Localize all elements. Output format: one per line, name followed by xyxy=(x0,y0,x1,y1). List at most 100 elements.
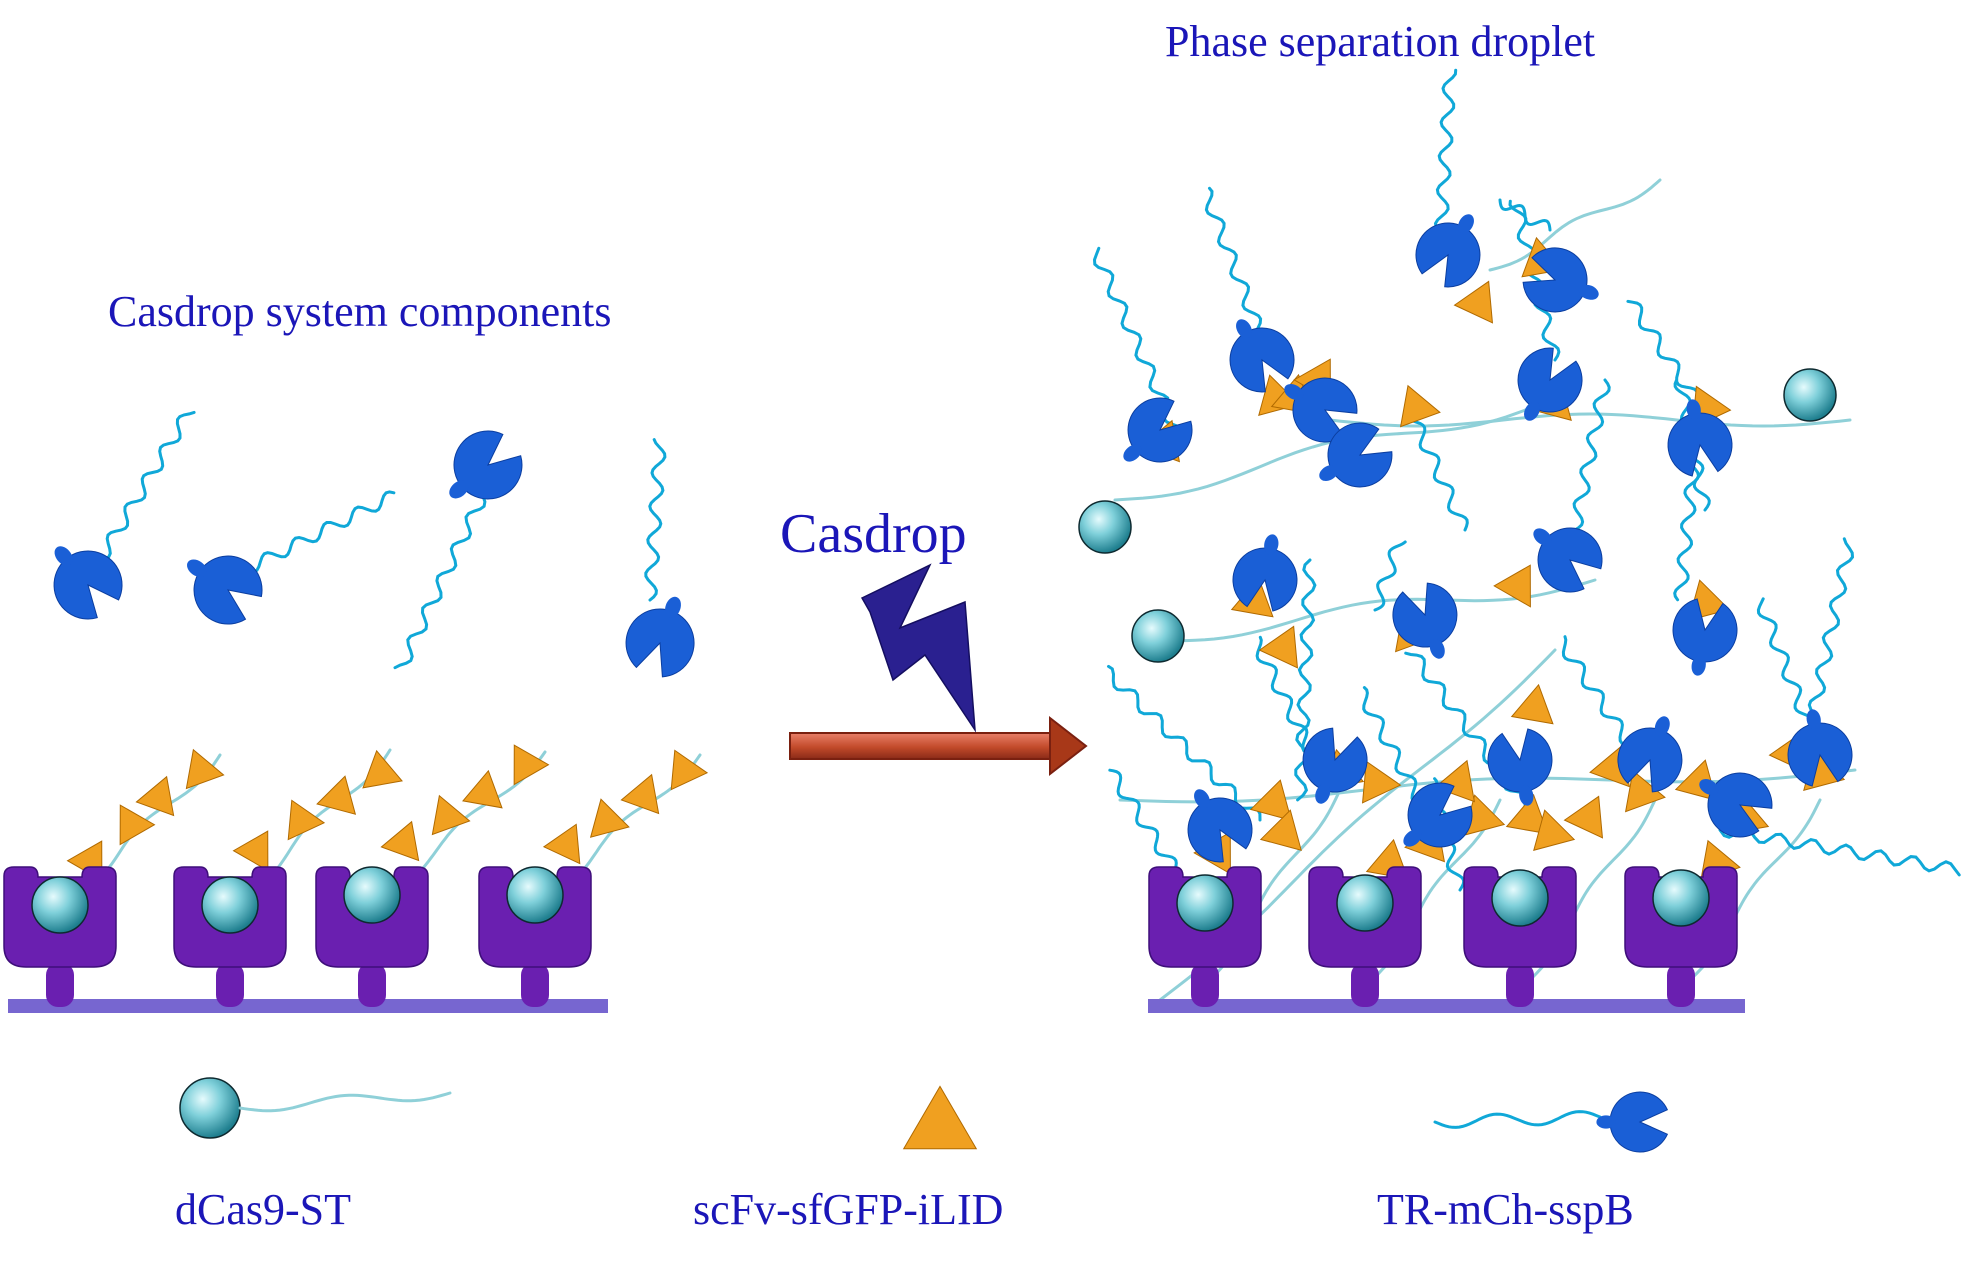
tether xyxy=(243,490,396,574)
ilid-triangle xyxy=(902,1085,978,1150)
ilid-triangle xyxy=(362,749,403,789)
left-panel-title: Casdrop system components xyxy=(108,287,612,336)
sspb-stem xyxy=(1578,284,1599,300)
tether xyxy=(98,410,196,562)
sspb-pacman xyxy=(1517,347,1583,413)
tether xyxy=(1572,378,1611,532)
dcas9-stem xyxy=(1667,963,1695,1007)
ilid-triangle xyxy=(1434,759,1476,803)
casdrop-arrow-shaft xyxy=(789,732,1056,760)
sspb-stem xyxy=(1524,401,1540,421)
st-sphere xyxy=(1131,609,1185,663)
ilid-triangle xyxy=(1249,779,1292,821)
tether xyxy=(1756,597,1815,732)
ilid-triangle xyxy=(620,773,660,815)
sspb-stem xyxy=(1519,785,1534,806)
tether xyxy=(1404,410,1469,532)
tether xyxy=(1108,768,1178,872)
sspb-stem xyxy=(187,559,207,577)
sspb-stem xyxy=(1319,465,1339,481)
st-sphere xyxy=(1336,874,1394,932)
dcas9-stem xyxy=(1191,963,1219,1007)
linker xyxy=(1328,412,1852,428)
legend-label-dcas9: dCas9-ST xyxy=(175,1185,351,1234)
ilid-triangle xyxy=(1563,795,1604,839)
st-sphere xyxy=(1491,869,1549,927)
casdrop-arrow-head xyxy=(1049,715,1088,777)
ilid-triangle xyxy=(1510,683,1554,725)
ilid-triangle xyxy=(135,775,175,817)
tether xyxy=(393,478,492,670)
sspb-stem xyxy=(1691,655,1706,676)
sspb-stem xyxy=(1654,716,1670,737)
ilid-triangle xyxy=(1258,625,1299,669)
ilid-triangle xyxy=(1259,809,1302,851)
sspb-stem xyxy=(1194,789,1210,809)
sspb-stem xyxy=(1458,214,1474,234)
tether xyxy=(1508,199,1561,362)
ilid-triangle xyxy=(513,744,550,786)
legend-sspb-tail xyxy=(1433,1110,1602,1129)
ilid-triangle xyxy=(185,748,225,790)
ilid-triangle xyxy=(1493,564,1531,608)
ilid-triangle xyxy=(589,798,630,838)
sspb-stem xyxy=(1284,384,1304,400)
ilid-triangle xyxy=(1361,760,1402,804)
st-sphere xyxy=(201,876,259,934)
st-sphere xyxy=(506,866,564,924)
st-sphere xyxy=(1078,500,1132,554)
dcas9-stem xyxy=(1506,963,1534,1007)
sspb-pacman xyxy=(1522,247,1588,313)
sspb-stem xyxy=(1686,399,1701,420)
ilid-triangle xyxy=(119,804,156,846)
ilid-triangle xyxy=(1624,769,1666,813)
ilid-triangle xyxy=(316,775,357,815)
sspb-pacman xyxy=(1302,727,1368,793)
sspb-stem xyxy=(1123,444,1142,462)
sspb-pacman xyxy=(1487,728,1553,793)
ilid-triangle xyxy=(1399,384,1441,428)
sspb-stem xyxy=(1806,709,1821,730)
legend-dcas9-tail xyxy=(238,1091,452,1113)
lightning-bolt-icon xyxy=(860,563,976,733)
sspb-stem xyxy=(1429,638,1445,659)
tether xyxy=(1718,826,1961,877)
legend-label-tr-mch: TR-mCh-sspB xyxy=(1377,1185,1634,1234)
st-sphere xyxy=(1176,874,1234,932)
ilid-triangle xyxy=(287,799,326,841)
dcas9-stem xyxy=(1351,963,1379,1007)
ilid-triangle xyxy=(462,769,503,809)
st-sphere xyxy=(31,876,89,934)
sspb-stem xyxy=(1403,829,1422,847)
ilid-triangle xyxy=(670,749,709,791)
sspb-stem xyxy=(1596,1115,1616,1129)
membrane-bar xyxy=(1148,999,1745,1013)
ilid-triangle xyxy=(380,820,420,862)
sspb-stem xyxy=(1236,319,1252,339)
sspb-pacman xyxy=(1415,222,1481,288)
sspb-pacman xyxy=(1187,797,1253,863)
tether xyxy=(1107,664,1262,822)
sspb-pacman xyxy=(1667,412,1733,477)
casdrop-arrow-label: Casdrop xyxy=(780,503,967,565)
tether xyxy=(1807,537,1855,732)
legend-label-scfv: scFv-sfGFP-iLID xyxy=(693,1185,1004,1234)
sspb-stem xyxy=(1264,534,1279,555)
sspb-pacman xyxy=(1609,1091,1669,1153)
st-sphere xyxy=(1652,869,1710,927)
ilid-triangle xyxy=(542,823,581,865)
sspb-pacman xyxy=(1229,327,1295,393)
ilid-triangle xyxy=(1505,793,1549,835)
right-panel-title: Phase separation droplet xyxy=(1165,17,1596,66)
dcas9-stem xyxy=(216,963,244,1007)
st-sphere xyxy=(1783,368,1837,422)
sspb-stem xyxy=(1533,528,1552,546)
dcas9-stem xyxy=(521,963,549,1007)
dcas9-stem xyxy=(358,963,386,1007)
tether xyxy=(644,438,667,602)
st-sphere xyxy=(343,866,401,924)
ilid-triangle xyxy=(232,830,269,872)
tether xyxy=(1433,68,1458,252)
